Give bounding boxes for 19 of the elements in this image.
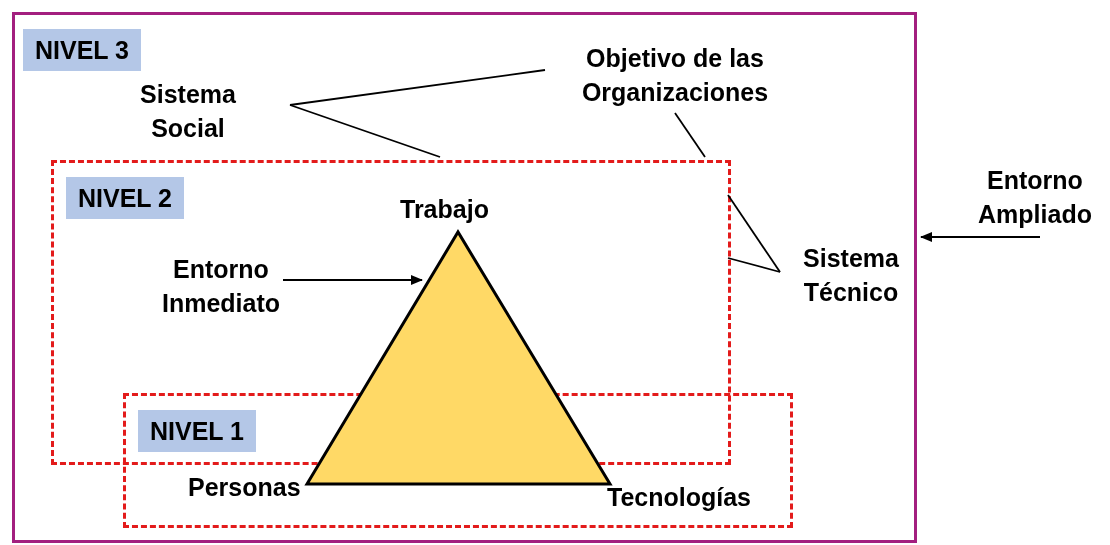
text-label: Entorno Ampliado [977, 165, 1093, 230]
arrow [919, 231, 1041, 243]
leader-line [289, 104, 441, 158]
level-label: NIVEL 2 [66, 177, 185, 219]
corner-label: Trabajo [400, 194, 489, 225]
leader-line [727, 257, 781, 273]
leader-line [289, 69, 546, 106]
text-label: Entorno Inmediato [160, 254, 282, 319]
text-label: Sistema Social [139, 79, 237, 144]
text-label: Sistema Técnico [802, 243, 900, 308]
outer-frame [12, 12, 917, 543]
corner-label: Personas [188, 472, 301, 503]
text-label: Objetivo de las Organizaciones [580, 43, 770, 108]
corner-label: Tecnologías [607, 482, 751, 513]
level-label: NIVEL 3 [23, 29, 142, 71]
leader-line [674, 112, 706, 158]
leader-line [727, 194, 781, 273]
arrow [282, 274, 424, 286]
level-label: NIVEL 1 [138, 410, 257, 452]
